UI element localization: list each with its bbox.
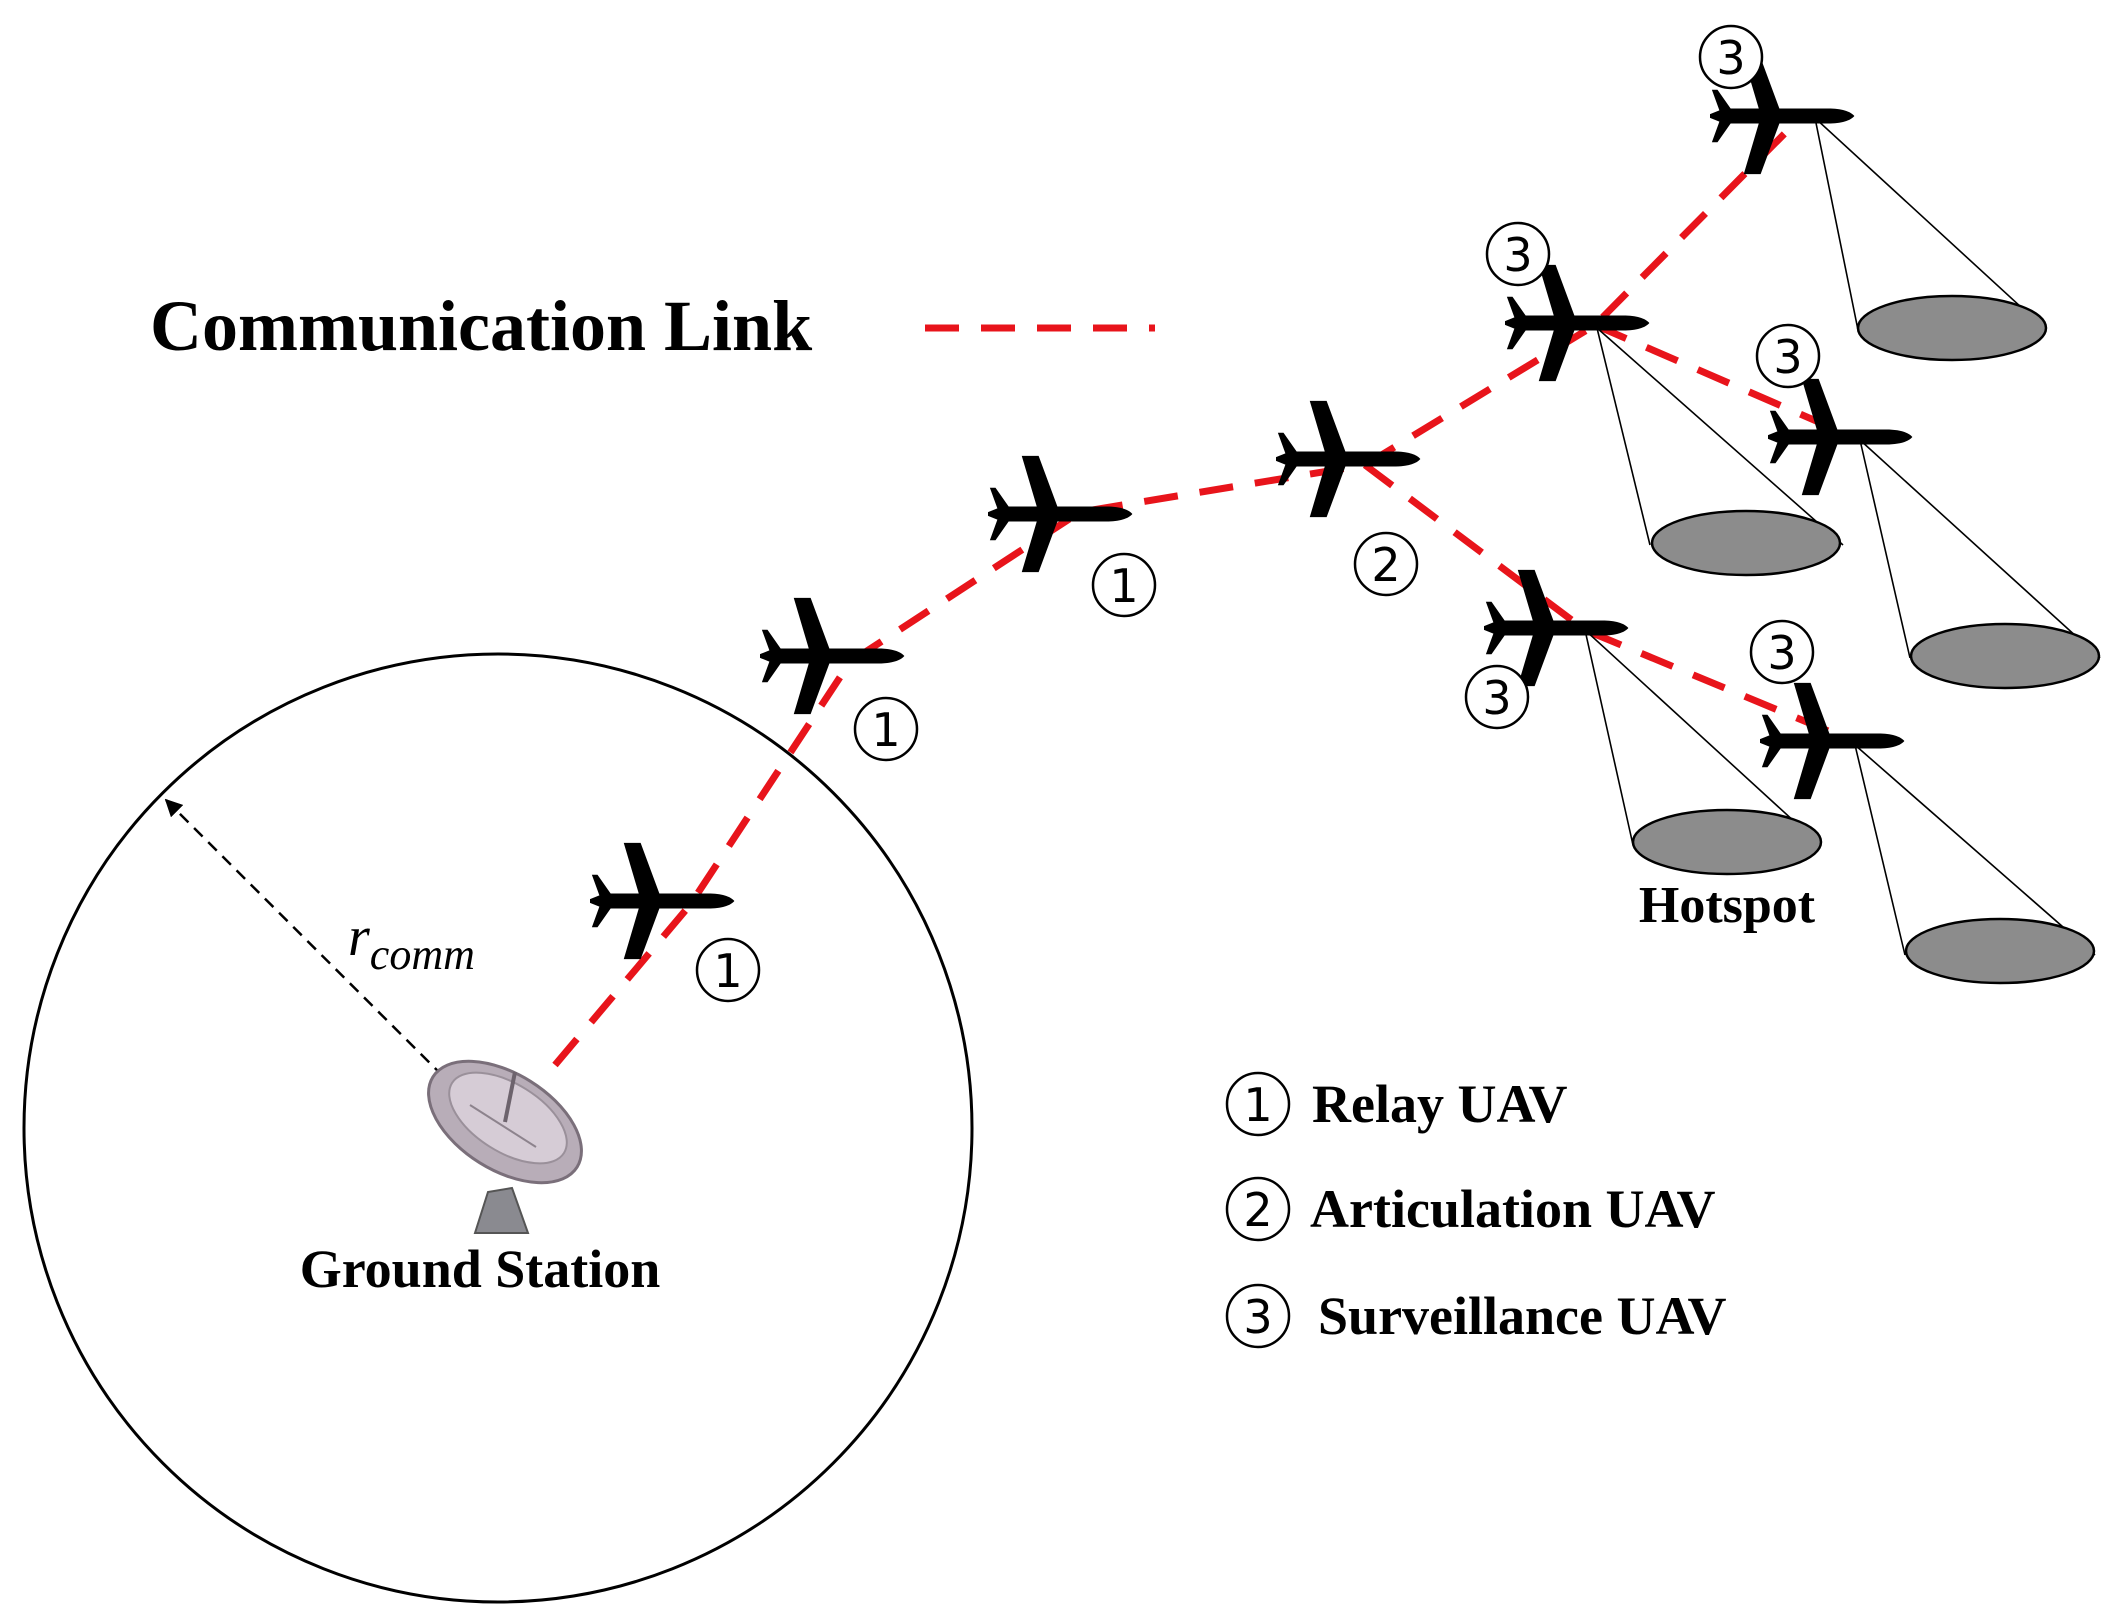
svg-text:1: 1 (871, 703, 900, 757)
uav-surveillance-5-icon (1760, 682, 1905, 800)
svg-text:1: 1 (713, 944, 742, 998)
legend-uav-roles: 1 Relay UAV 2 Articulation UAV 3 Surveil… (1225, 1071, 1727, 1349)
svg-text:3: 3 (1482, 671, 1511, 725)
hotspots (1631, 294, 2101, 985)
uav-role-badges: 1 1 1 2 3 3 3 3 3 (695, 24, 1821, 1003)
hotspot-ellipse (1904, 917, 2096, 985)
radius-subscript: comm (370, 930, 475, 979)
svg-text:1: 1 (1243, 1078, 1272, 1132)
svg-text:3: 3 (1243, 1290, 1272, 1344)
ground-station-dish-icon (427, 1059, 583, 1234)
role-badge: 3 (1485, 221, 1551, 287)
svg-text:2: 2 (1371, 538, 1400, 592)
svg-text:3: 3 (1503, 228, 1532, 282)
link-branch-lower (1362, 462, 1852, 744)
role-badge: 3 (1749, 619, 1815, 685)
role-badge: 3 (1755, 323, 1821, 389)
radius-symbol: r (348, 906, 370, 968)
legend-surveillance-label: Surveillance UAV (1318, 1286, 1727, 1346)
role-badge: 1 (1091, 552, 1157, 618)
svg-text:3: 3 (1767, 626, 1796, 680)
uav-relay-2-icon (760, 597, 905, 715)
hotspot-ellipse (1650, 509, 1842, 577)
hotspot-ellipse (1631, 808, 1823, 876)
radius-label: rcomm (348, 906, 475, 979)
hotspot-label: Hotspot (1639, 877, 1816, 934)
svg-text:1: 1 (1109, 559, 1138, 613)
surveillance-cones (1584, 117, 2101, 956)
legend-item-relay: 1 Relay UAV (1225, 1071, 1568, 1137)
role-badge: 3 (1698, 24, 1764, 90)
communication-range-circle (22, 652, 974, 1604)
hotspot-ellipse (1856, 294, 2048, 362)
hotspot-ellipse (1909, 622, 2101, 690)
legend-link-label: Communication Link (150, 286, 812, 366)
role-badge: 2 (1353, 531, 1419, 597)
svg-text:3: 3 (1773, 330, 1802, 384)
legend-item-surveillance: 3 Surveillance UAV (1225, 1283, 1727, 1349)
legend-communication-link: Communication Link (150, 286, 1155, 366)
legend-relay-label: Relay UAV (1312, 1074, 1568, 1134)
role-badge: 1 (695, 937, 761, 1003)
ground-station-label: Ground Station (300, 1239, 661, 1299)
uav-articulation-icon (1276, 400, 1421, 518)
svg-text:3: 3 (1716, 31, 1745, 85)
role-badge: 3 (1464, 664, 1530, 730)
svg-text:2: 2 (1243, 1183, 1272, 1237)
legend-item-articulation: 2 Articulation UAV (1225, 1176, 1716, 1242)
link-relay-chain (552, 115, 1803, 1068)
legend-articulation-label: Articulation UAV (1310, 1179, 1716, 1239)
role-badge: 1 (853, 696, 919, 762)
uav-surveillance-3-icon (1768, 378, 1913, 496)
